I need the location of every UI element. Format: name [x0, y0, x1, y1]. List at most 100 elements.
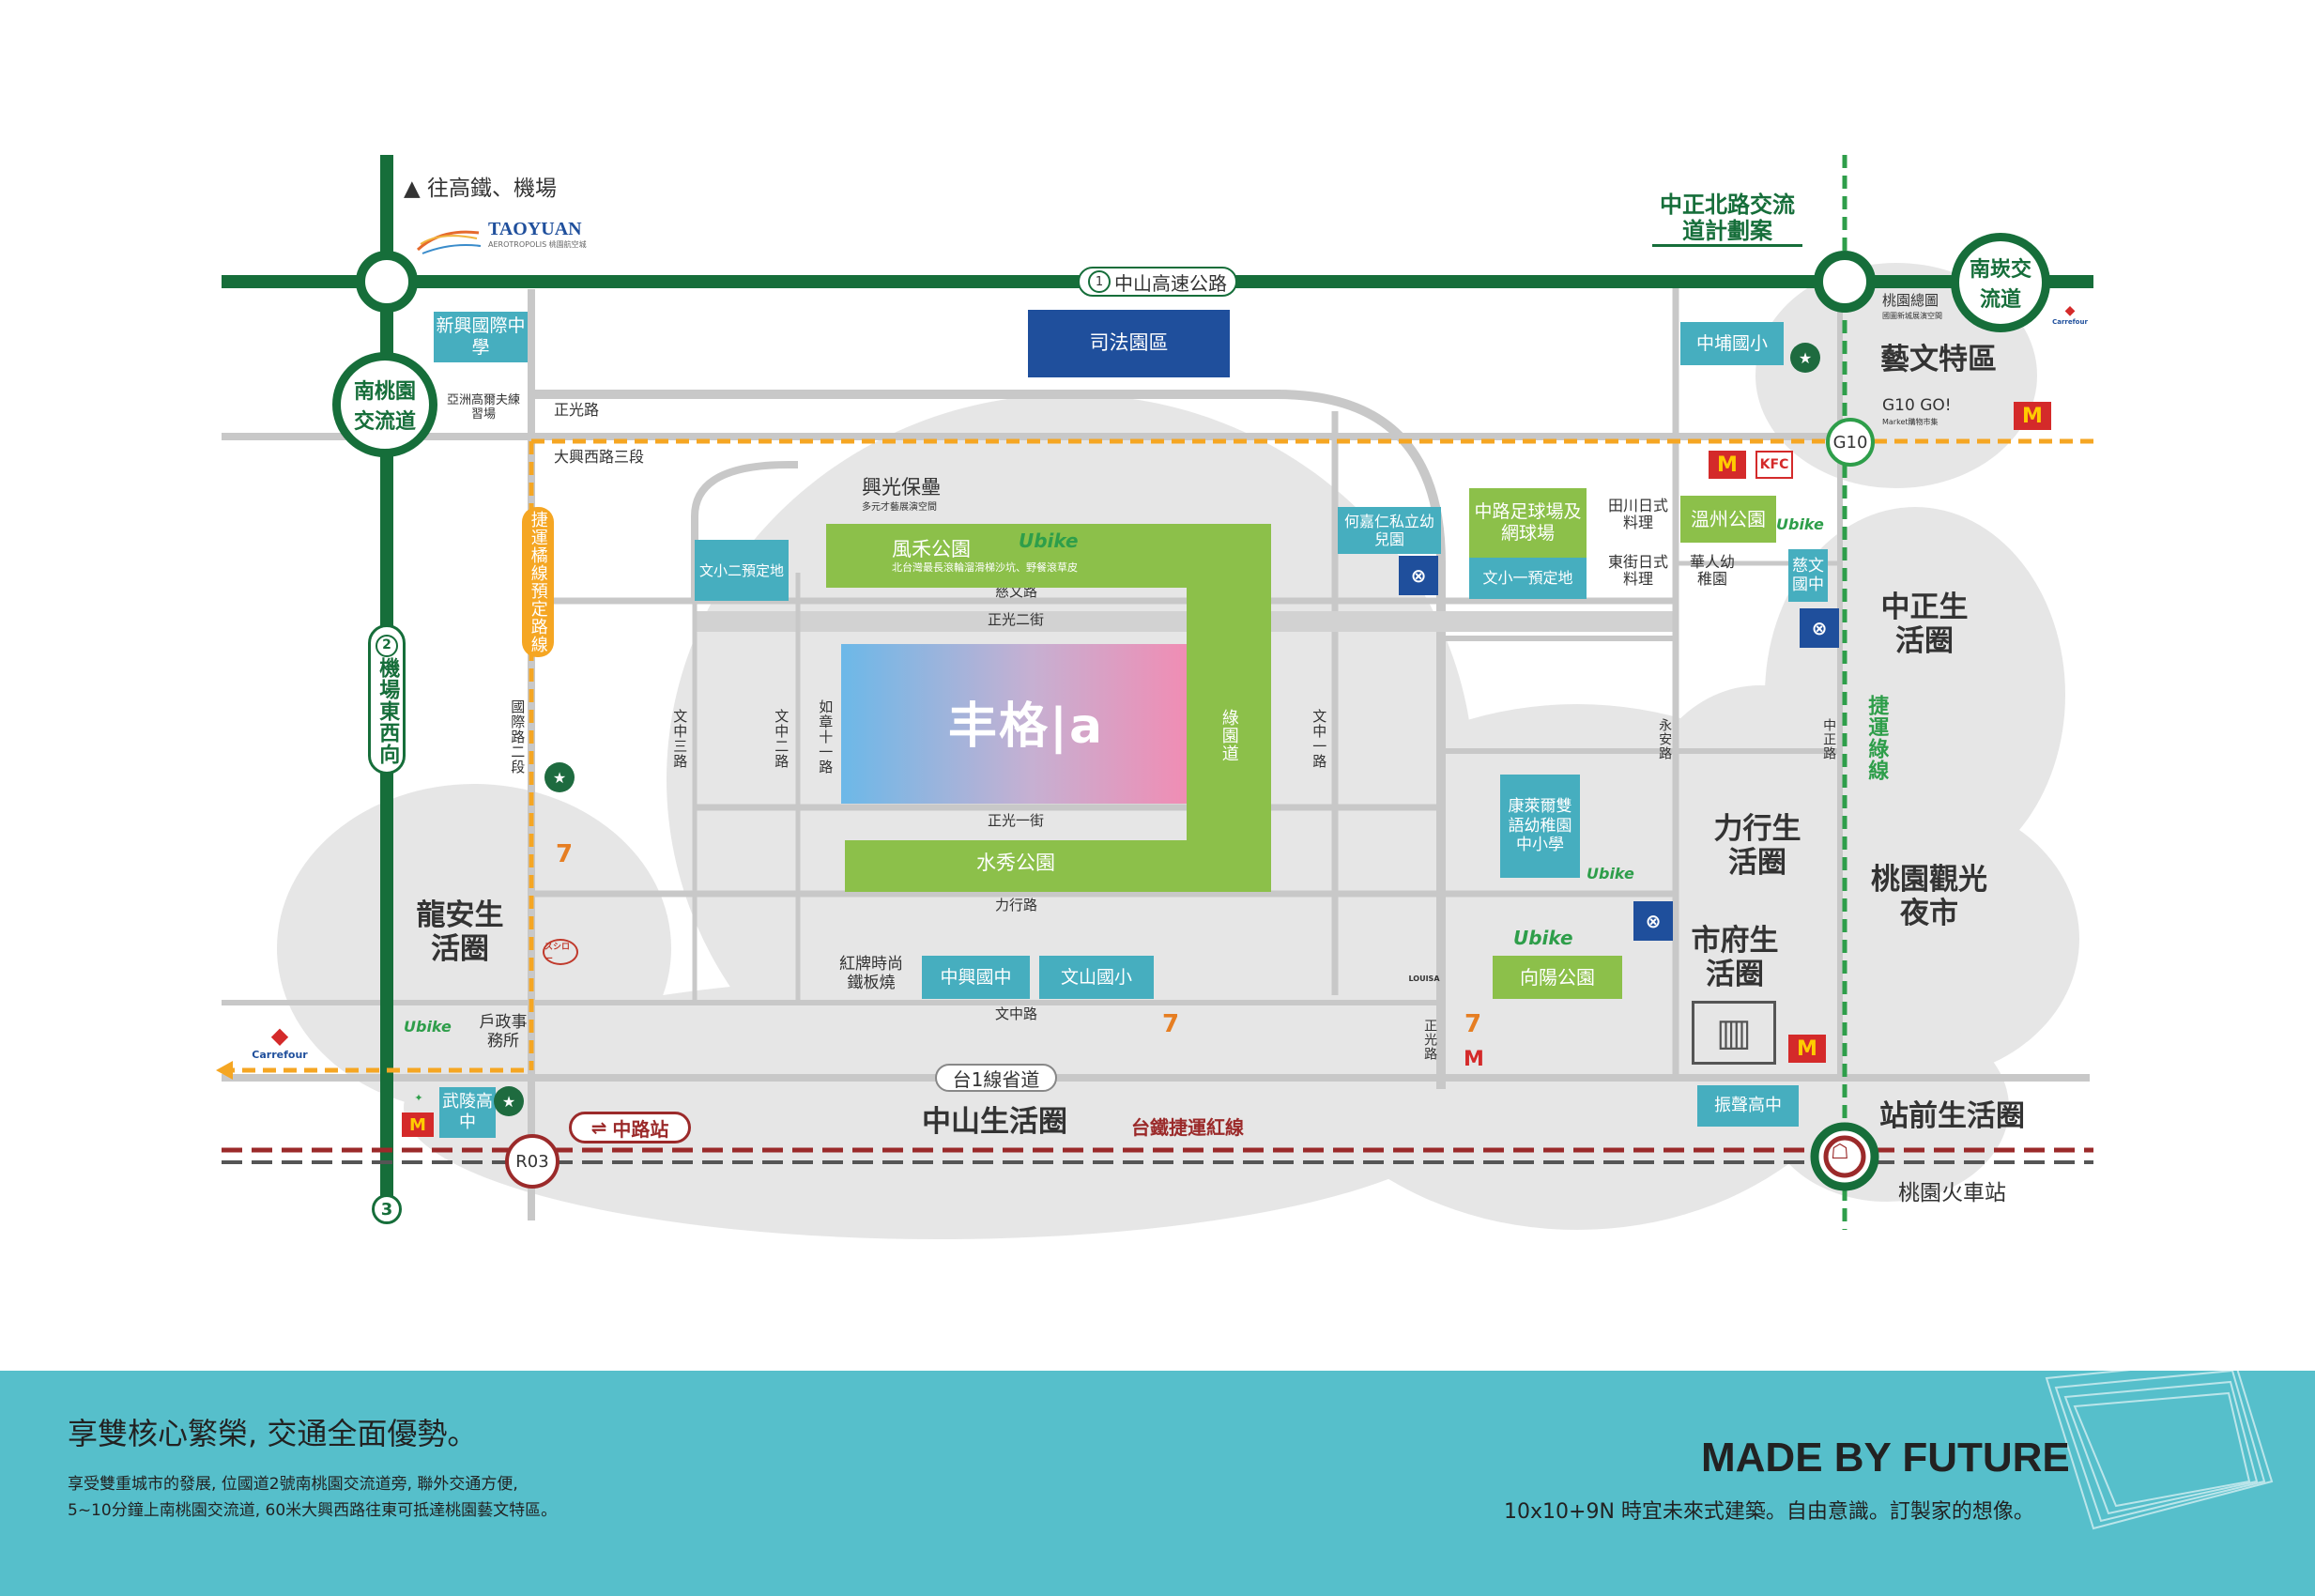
- road-wenzhong-2: 文中二路: [773, 709, 790, 769]
- city-hall-icon: ▥: [1692, 1001, 1776, 1065]
- g10-station-icon: G10: [1826, 418, 1875, 467]
- kangqiao-bilingual-school: 康萊爾雙語幼稚園中小學: [1500, 775, 1580, 878]
- interchanges: [356, 251, 1879, 1191]
- train-station-icon: ☖: [1831, 1141, 1849, 1164]
- zone-night-market: 桃園觀光夜市: [1871, 863, 1987, 930]
- decor-stripe-graphic: [2045, 1358, 2274, 1530]
- carrefour-east-icon: ◆Carrefour: [2052, 303, 2088, 326]
- zone-lixing: 力行生活圈: [1713, 812, 1801, 880]
- footer-brand: MADE BY FUTURE: [1701, 1435, 2070, 1481]
- route-3-shield-icon: 3: [372, 1194, 402, 1224]
- metro-icon: ⇌: [590, 1116, 607, 1139]
- huaren-kindergarten: 華人幼稚園: [1689, 553, 1735, 589]
- seven-eleven-icon: 7: [1161, 1010, 1180, 1038]
- road-wenzhong-3: 文中三路: [671, 709, 689, 769]
- taoyuan-arena-sub: 國圖新城展演空間: [1882, 312, 1942, 320]
- road-zhengguang-south: 正光路: [1422, 1019, 1438, 1061]
- taoyuan-arena: 桃園總圖: [1882, 292, 1939, 309]
- starbucks-icon: ★: [544, 762, 575, 792]
- zone-station-front: 站前生活圈: [1879, 1099, 2025, 1133]
- zone-zhongshan: 中山生活圈: [922, 1105, 1067, 1139]
- xinxing-high-school: 新興國際中學: [434, 312, 528, 362]
- road-guoji-2: 國際路二段: [509, 699, 527, 775]
- ubike-icon: Ubike: [1019, 529, 1079, 552]
- dongjie-restaurant: 東街日式料理: [1607, 553, 1668, 589]
- mcdonalds-icon: M: [1709, 451, 1746, 479]
- fenghe-park-label: 風禾公園: [892, 537, 971, 560]
- road-ruzhang-11: 如章十一路: [817, 699, 835, 775]
- tianchuan-restaurant: 田川日式料理: [1607, 497, 1668, 532]
- road-daxing-west-3: 大興西路三段: [554, 448, 645, 466]
- pxmart-green-icon: ✦: [414, 1091, 423, 1104]
- carrefour-east-label: Carrefour: [2052, 318, 2088, 326]
- ciwen-junior-high: 慈文國中: [1788, 549, 1828, 602]
- pxmart-icon: ⊗: [1800, 608, 1839, 648]
- airport-ew-label: 機場東西向: [376, 656, 400, 765]
- zone-longan: 龍安生活圈: [416, 898, 504, 966]
- mos-burger-icon: M: [1464, 1047, 1484, 1071]
- ubike-icon: Ubike: [1587, 865, 1634, 882]
- road-zhengguang: 正光路: [554, 401, 600, 419]
- carrefour-west-icon: ◆Carrefour: [252, 1021, 308, 1061]
- wuling-high-school: 武陵高中: [439, 1087, 496, 1138]
- map-base-svg: [216, 155, 2093, 1239]
- ubike-icon: Ubike: [1776, 515, 1824, 533]
- hejiaren-kindergarten: 何嘉仁私立幼兒園: [1338, 507, 1441, 554]
- g10-go-market: G10 GO!: [1882, 396, 1952, 415]
- wenzhou-park: 溫州公園: [1680, 496, 1776, 543]
- kfc-icon: KFC: [1755, 451, 1793, 479]
- footer-body-line-2: 5~10分鐘上南桃園交流道, 60米大興西路往東可抵達桃園藝文特區。: [68, 1501, 558, 1520]
- road-zhengguang-2: 正光二街: [988, 611, 1045, 628]
- road-zhengguang-1: 正光一街: [988, 812, 1045, 829]
- shuixiu-park: 水秀公園: [976, 852, 1055, 874]
- footer-banner: 享雙核心繁榮, 交通全面優勢。 享受雙重城市的發展, 位國道2號南桃園交流道旁,…: [0, 1358, 2315, 1596]
- zhongzheng-north-ic-plan: 中正北路交流道計劃案: [1652, 192, 1802, 248]
- zhonglu-station-pill: ⇌中路站: [569, 1112, 691, 1143]
- airport-ew-pill: 2 機場東西向: [368, 624, 406, 775]
- zhongshan-highway-pill: 1 中山高速公路: [1078, 267, 1237, 297]
- r03-station-icon: R03: [505, 1134, 560, 1189]
- mcdonalds-icon: M: [1788, 1035, 1826, 1063]
- seven-eleven-icon: 7: [1464, 1010, 1482, 1038]
- road-yongan: 永安路: [1657, 718, 1673, 760]
- highway-2-shield-icon: 2: [376, 634, 398, 657]
- road-zhongzheng: 中正路: [1821, 718, 1837, 760]
- road-lixing: 力行路: [995, 897, 1038, 913]
- g10-go-sub: Market購物市集: [1882, 418, 1939, 426]
- road-greenway: 綠園道: [1219, 709, 1239, 762]
- pxmart-icon: ⊗: [1399, 556, 1438, 595]
- zhensheng-high-school: 振聲高中: [1697, 1085, 1799, 1127]
- provincial-road-1-pill: 台1線省道: [935, 1064, 1057, 1092]
- project-brand-logo: 丰格|a: [948, 698, 1105, 755]
- footer-headline: 享雙核心繁榮, 交通全面優勢。: [68, 1416, 478, 1451]
- zhonglu-station-label: 中路站: [612, 1117, 669, 1141]
- household-office: 戶政事務所: [479, 1013, 528, 1051]
- footer-tagline: 10x10+9N 時宜未來式建築。自由意識。訂製家的想像。: [1504, 1500, 2034, 1524]
- xingguang-fort: 興光保壘: [862, 476, 941, 499]
- south-taoyuan-interchange: 南桃園交流道: [332, 352, 437, 457]
- zhongshan-highway-label: 中山高速公路: [1114, 271, 1227, 295]
- zhongpu-elementary: 中埔國小: [1680, 322, 1784, 365]
- louisa-coffee-icon: LOUISA: [1408, 974, 1440, 983]
- wenshan-elementary: 文山國小: [1039, 956, 1154, 999]
- location-map: ▲ 往高鐵、機場 TAOYUAN AEROTROPOLIS 桃園航空城 1 中山…: [216, 155, 2093, 1239]
- ubike-icon: Ubike: [1513, 927, 1573, 949]
- mcdonalds-icon: M: [2014, 402, 2051, 430]
- iron-plate-restaurant: 紅牌時尚鐵板燒: [839, 955, 903, 992]
- orange-line-label: 捷運橘線預定路線: [522, 507, 554, 657]
- asia-golf-range: 亞洲高爾夫練習場: [446, 393, 520, 422]
- airport-brand-sub: AEROTROPOLIS 桃園航空城: [488, 240, 587, 249]
- seven-eleven-icon: 7: [555, 840, 574, 868]
- fenghe-park: 風禾公園 北台灣最長滾輪溜滑梯沙坑、野餐滾草皮: [826, 524, 1187, 588]
- wenxiao-2-reserved: 文小二預定地: [695, 540, 789, 601]
- xingguang-sub: 多元才藝展演空間: [862, 502, 937, 513]
- starbucks-icon: ★: [1790, 343, 1820, 373]
- sushiro-icon: スシロー: [543, 939, 578, 965]
- to-airport-label: ▲ 往高鐵、機場: [404, 176, 557, 201]
- airport-brand-logo: TAOYUAN: [488, 219, 582, 239]
- footer-body-line-1: 享受雙重城市的發展, 位國道2號南桃園交流道旁, 聯外交通方便,: [68, 1475, 518, 1494]
- mcdonalds-icon: M: [402, 1113, 434, 1137]
- starbucks-icon: ★: [494, 1086, 524, 1116]
- zone-city-hall: 市府生活圈: [1691, 924, 1779, 991]
- ubike-icon: Ubike: [404, 1018, 452, 1036]
